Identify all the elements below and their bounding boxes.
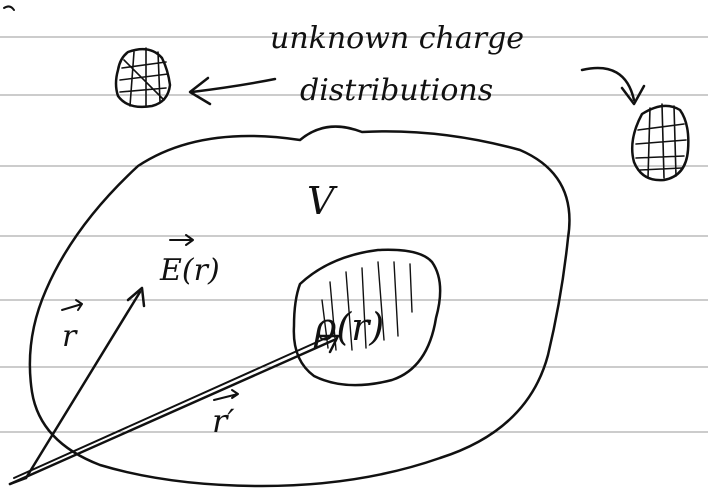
region-label: V xyxy=(307,179,338,223)
charge-blob-left xyxy=(114,47,172,109)
position-vector-arrow xyxy=(61,299,83,311)
field-label: E(r) xyxy=(159,253,220,288)
region-v-boundary xyxy=(28,125,571,488)
charge-density-region xyxy=(292,248,442,387)
source-label: r′ xyxy=(212,402,235,440)
annotation-line-2: distributions xyxy=(300,73,493,108)
position-vector xyxy=(24,286,146,480)
position-label: r xyxy=(62,319,78,354)
annotation-line-1: unknown charge xyxy=(270,21,524,56)
source-vector-arrow xyxy=(213,389,239,401)
density-label: ρ(r) xyxy=(313,305,384,349)
charge-blob-right xyxy=(631,103,690,182)
arrow-right-blob xyxy=(580,66,646,106)
source-vector xyxy=(8,334,340,486)
arrow-left-blob xyxy=(188,76,277,106)
stray-mark xyxy=(3,5,15,11)
field-vector-arrow xyxy=(169,234,194,246)
hatching xyxy=(321,261,413,351)
